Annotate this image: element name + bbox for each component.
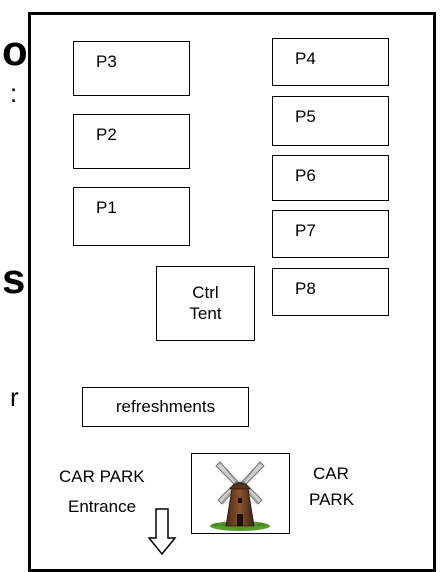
plot-p3: P3: [73, 41, 190, 96]
plot-p2-label: P2: [96, 125, 117, 144]
plot-p8: P8: [272, 268, 389, 316]
ctrl-tent-line2: Tent: [189, 303, 222, 323]
plot-p7-label: P7: [295, 221, 316, 240]
refreshments-label: refreshments: [115, 396, 216, 416]
plot-p4-label: P4: [295, 49, 316, 68]
plot-p5: P5: [272, 96, 389, 146]
ctrl-tent-line1: Ctrl: [192, 283, 219, 303]
car-park-entrance-label-line1: CAR PARK: [59, 467, 145, 486]
plot-p6-label: P6: [295, 166, 316, 185]
plot-p1: P1: [73, 187, 190, 246]
plot-p2: P2: [73, 114, 190, 169]
plot-p3-label: P3: [96, 52, 117, 71]
left-edge-glyph-s: s: [2, 255, 26, 302]
left-edge-glyph-o: o: [2, 27, 28, 74]
plot-p6: P6: [272, 155, 389, 201]
car-park-label-line2: PARK: [309, 490, 355, 509]
refreshments-area: refreshments: [82, 387, 249, 427]
ctrl-tent: Ctrl Tent: [156, 266, 255, 341]
plot-p4: P4: [272, 38, 389, 86]
car-park-label-line1: CAR: [313, 464, 349, 483]
plot-p1-label: P1: [96, 198, 117, 217]
plot-p5-label: P5: [295, 107, 316, 126]
entrance-arrow-icon: [147, 508, 177, 555]
windmill-picture-box: [191, 453, 290, 534]
car-park-entrance-label-line2: Entrance: [68, 497, 137, 516]
plot-p8-label: P8: [295, 279, 316, 298]
left-edge-glyph-r: r: [10, 382, 19, 412]
plot-p7: P7: [272, 210, 389, 258]
windmill-icon: [210, 461, 270, 531]
left-edge-glyph-colon: :: [10, 78, 18, 108]
